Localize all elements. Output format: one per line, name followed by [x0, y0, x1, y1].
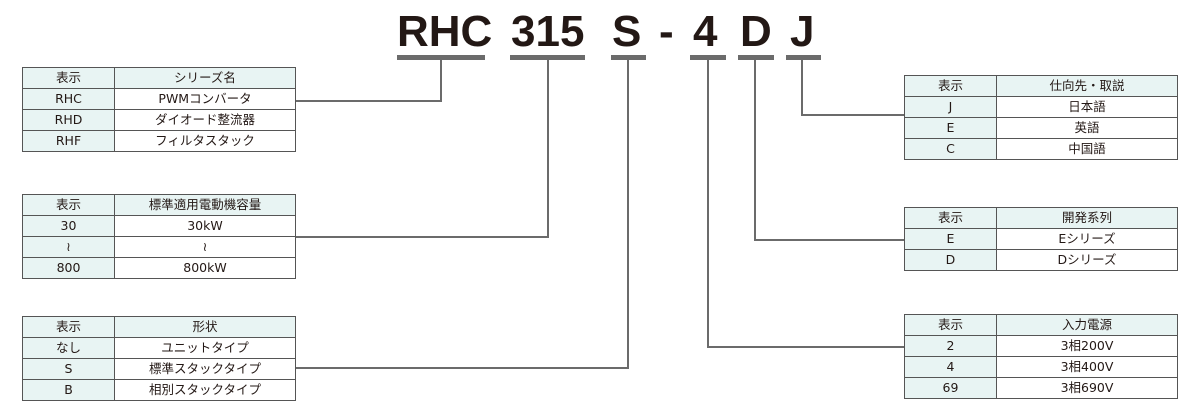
connector-capacity [296, 60, 549, 238]
cell-code: E [904, 117, 997, 139]
cell-value: 3相690V [996, 377, 1178, 399]
table-row: なしユニットタイプ [22, 337, 296, 359]
cell-value: フィルタスタック [114, 130, 296, 152]
underline-development [738, 55, 774, 60]
cell-value: 日本語 [996, 96, 1178, 118]
code-segment-capacity: 315 [511, 7, 585, 56]
header-code: 表示 [904, 207, 997, 229]
cell-value: PWMコンバータ [114, 88, 296, 110]
underline-capacity [510, 55, 585, 60]
cell-value: ユニットタイプ [114, 337, 296, 359]
cell-value: 3相200V [996, 335, 1178, 357]
cell-code: 4 [904, 356, 997, 378]
cell-value: 英語 [996, 117, 1178, 139]
cell-code: RHF [22, 130, 115, 152]
header-label: 開発系列 [996, 207, 1178, 229]
code-segment-input-power: 4 [693, 7, 718, 56]
header-label: 入力電源 [996, 314, 1178, 336]
connector-development [754, 60, 904, 241]
underline-input-power [690, 55, 726, 60]
connector-destination [801, 60, 904, 116]
header-code: 表示 [904, 75, 997, 97]
underline-destination [786, 55, 821, 60]
cell-value: 30kW [114, 215, 296, 237]
cell-code: J [904, 96, 997, 118]
header-code: 表示 [22, 316, 115, 338]
cell-code: なし [22, 337, 115, 359]
cell-value: 3相400V [996, 356, 1178, 378]
cell-code: 69 [904, 377, 997, 399]
table-row: ≀≀ [22, 236, 296, 258]
cell-code: B [22, 379, 115, 401]
code-segment-series: RHC [397, 7, 493, 56]
cell-value: 中国語 [996, 138, 1178, 160]
cell-code: RHC [22, 88, 115, 110]
header-code: 表示 [904, 314, 997, 336]
cell-code: RHD [22, 109, 115, 131]
underline-series [397, 55, 485, 60]
code-segment-destination: J [790, 7, 815, 56]
code-segment-development: D [740, 7, 772, 56]
cell-code: 30 [22, 215, 115, 237]
cell-code: 800 [22, 257, 115, 279]
cell-value: ダイオード整流器 [114, 109, 296, 131]
header-label: 仕向先・取説 [996, 75, 1178, 97]
cell-value: Eシリーズ [996, 228, 1178, 250]
header-label: シリーズ名 [114, 67, 296, 89]
connector-input-power [707, 60, 904, 348]
underline-shape [611, 55, 646, 60]
cell-value: 相別スタックタイプ [114, 379, 296, 401]
header-label: 標準適用電動機容量 [114, 194, 296, 216]
cell-value: Dシリーズ [996, 249, 1178, 271]
connector-series [296, 60, 442, 102]
cell-code: 2 [904, 335, 997, 357]
cell-value: 標準スタックタイプ [114, 358, 296, 380]
cell-value: 800kW [114, 257, 296, 279]
code-segment-shape: S [612, 7, 642, 56]
connector-shape [296, 60, 629, 369]
cell-value: ≀ [114, 236, 296, 258]
cell-code: D [904, 249, 997, 271]
cell-code: ≀ [22, 236, 115, 258]
cell-code: E [904, 228, 997, 250]
cell-code: S [22, 358, 115, 380]
header-label: 形状 [114, 316, 296, 338]
code-segment-separator: - [659, 7, 674, 56]
cell-code: C [904, 138, 997, 160]
header-code: 表示 [22, 194, 115, 216]
header-code: 表示 [22, 67, 115, 89]
